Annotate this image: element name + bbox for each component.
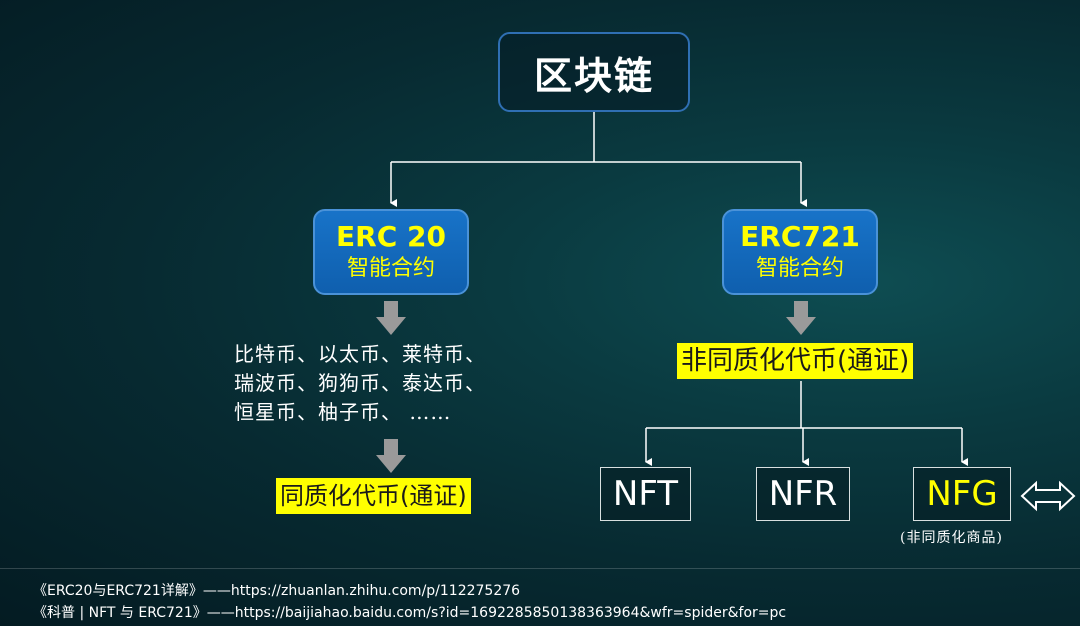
down-arrow-icon	[786, 301, 816, 335]
leaf-nfr: NFR	[756, 467, 850, 521]
fungible-coin-examples: 比特币、以太币、莱特币、 瑞波币、狗狗币、泰达币、 恒星币、柚子币、 ……	[234, 340, 554, 427]
fungible-token-label: 同质化代币(通证)	[276, 478, 471, 514]
root-label: 区块链	[533, 53, 654, 98]
root-node-blockchain: 区块链	[498, 32, 690, 112]
leaf-nfg: NFG	[913, 467, 1011, 521]
non-fungible-token-label: 非同质化代币(通证)	[677, 343, 914, 379]
leaf-nfg-label: NFG	[926, 474, 998, 514]
leaf-nfr-label: NFR	[768, 474, 838, 514]
erc20-subtitle: 智能合约	[346, 256, 435, 281]
reference-line: 《ERC20与ERC721详解》——https://zhuanlan.zhihu…	[33, 583, 521, 599]
erc20-title: ERC 20	[336, 220, 446, 253]
leaf-nft-label: NFT	[612, 474, 679, 514]
left-right-arrow-icon	[1020, 480, 1076, 512]
down-arrow-icon	[376, 439, 406, 473]
coin-examples-line: 瑞波币、狗狗币、泰达币、	[234, 371, 486, 395]
erc721-subtitle: 智能合约	[755, 256, 844, 281]
reference-line: 《科普 | NFT 与 ERC721》——https://baijiahao.b…	[33, 605, 787, 621]
coin-examples-line: 恒星币、柚子币、 ……	[234, 400, 452, 424]
divider	[0, 568, 1080, 569]
erc20-node: ERC 20 智能合约	[313, 209, 469, 295]
nfg-note: (非同质化商品)	[900, 530, 1003, 546]
leaf-nft: NFT	[600, 467, 691, 521]
down-arrow-icon	[376, 301, 406, 335]
erc721-node: ERC721 智能合约	[722, 209, 878, 295]
erc721-title: ERC721	[740, 220, 860, 253]
coin-examples-line: 比特币、以太币、莱特币、	[234, 342, 486, 366]
